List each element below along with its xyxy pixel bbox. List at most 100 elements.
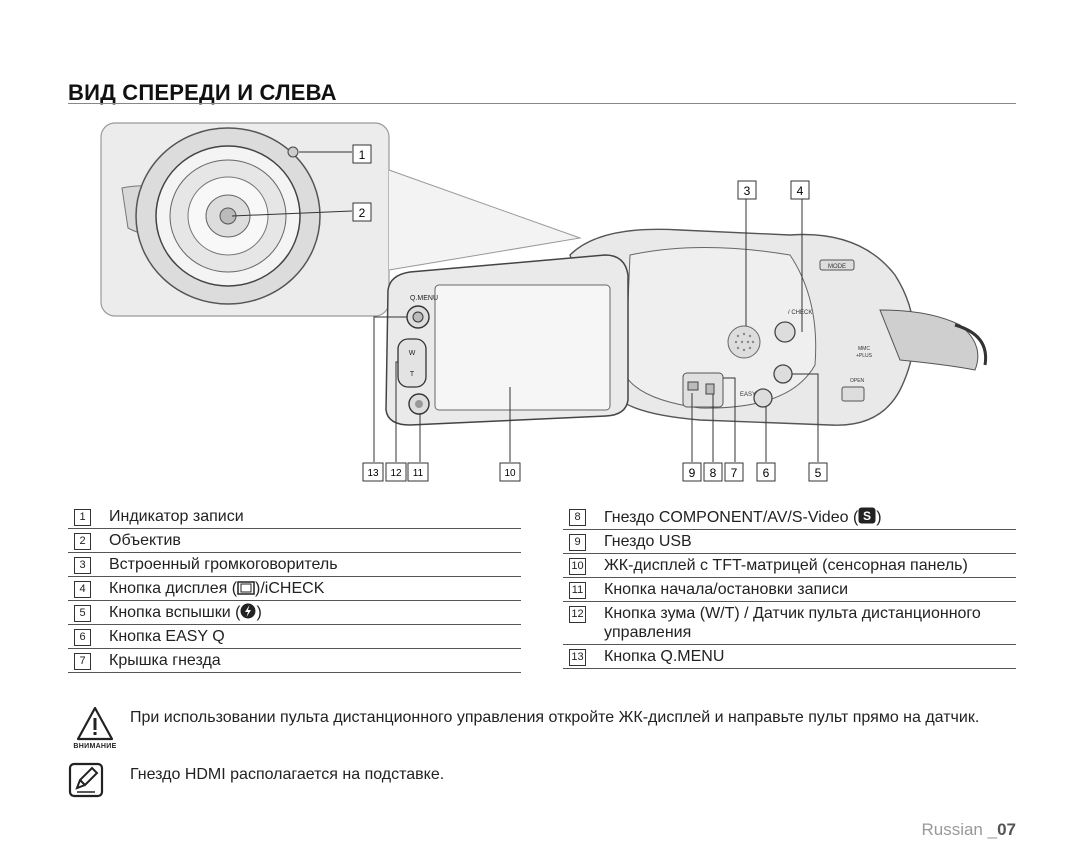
legend-item-9: 9 Гнездо USB — [563, 530, 1016, 554]
callout-6-label: 6 — [763, 466, 770, 480]
qmenu-text: Q.MENU — [410, 295, 438, 302]
callout-12: 12 — [385, 462, 407, 482]
legend-num: 10 — [569, 558, 586, 575]
legend-label: Крышка гнезда — [109, 652, 221, 669]
legend-num: 3 — [74, 557, 91, 574]
legend-item-3: 3 Встроенный громкоговоритель — [68, 553, 521, 577]
callout-7: 7 — [724, 462, 744, 482]
legend-item-1: 1 Индикатор записи — [68, 505, 521, 529]
legend-label: Кнопка EASY Q — [109, 628, 225, 645]
legend-num: 11 — [569, 582, 586, 599]
callout-6: 6 — [756, 462, 776, 482]
warning-caption: ВНИМАНИЕ — [73, 743, 117, 750]
callout-7-label: 7 — [731, 466, 738, 480]
callout-2: 2 — [352, 202, 372, 222]
s-video-letter: S — [863, 509, 871, 523]
lcd-panel: Q.MENU W T — [385, 254, 629, 426]
callout-12-label: 12 — [390, 468, 402, 479]
legend-label: Объектив — [109, 532, 181, 549]
legend-label: Индикатор записи — [109, 508, 244, 525]
legend-text-after: ) — [256, 604, 262, 621]
open-text: OPEN — [850, 378, 865, 384]
legend-item-10: 10 ЖК-дисплей с TFT-матрицей (сенсорная … — [563, 554, 1016, 578]
callout-11-label: 11 — [413, 468, 424, 479]
legend-item-7: 7 Крышка гнезда — [68, 649, 521, 673]
legend-label: Гнездо USB — [604, 533, 692, 550]
callout-3: 3 — [737, 180, 757, 200]
legend-num: 5 — [74, 605, 91, 622]
page-footer: Russian _07 — [921, 820, 1016, 840]
w-text: W — [409, 350, 416, 357]
warning-icon — [76, 706, 114, 741]
callout-9: 9 — [682, 462, 702, 482]
legend-text-after: ) — [876, 509, 882, 526]
callout-1-label: 1 — [359, 148, 366, 162]
callout-1: 1 — [352, 144, 372, 164]
legend-label: Кнопка начала/остановки записи — [604, 581, 849, 598]
legend-text-before: Кнопка дисплея ( — [109, 580, 238, 597]
legend-num: 8 — [569, 509, 586, 526]
legend-left: 1 Индикатор записи 2 Объектив 3 Встроенн… — [68, 505, 521, 673]
legend-text-after: )/iCHECK — [255, 580, 325, 597]
legend-item-11: 11 Кнопка начала/остановки записи — [563, 578, 1016, 602]
flash-icon — [240, 603, 256, 619]
legend-label: Гнездо COMPONENT/AV/S-Video ( S) — [604, 507, 882, 527]
mode-text: MODE — [828, 264, 846, 270]
callout-13: 13 — [362, 462, 384, 482]
camera-body: / CHECK EASY MODE OPEN MMC +PLUS — [569, 228, 988, 426]
mmc-text: MMC — [858, 346, 870, 352]
note-pencil-icon — [68, 762, 104, 798]
callout-4: 4 — [790, 180, 810, 200]
legend-text-before: Гнездо COMPONENT/AV/S-Video ( — [604, 509, 859, 526]
display-icon — [237, 581, 255, 595]
callout-8: 8 — [703, 462, 723, 482]
lens-inset — [100, 122, 582, 317]
leader-lines — [373, 198, 819, 462]
legend-num: 2 — [74, 533, 91, 550]
legend-num: 4 — [74, 581, 91, 598]
legend-num: 12 — [569, 606, 586, 623]
callout-5-label: 5 — [815, 466, 822, 480]
legend-item-13: 13 Кнопка Q.MENU — [563, 645, 1016, 669]
page-title: ВИД СПЕРЕДИ И СЛЕВА — [68, 80, 337, 105]
check-text: / CHECK — [788, 310, 812, 316]
callout-9-label: 9 — [689, 466, 696, 480]
legend-item-2: 2 Объектив — [68, 529, 521, 553]
plus-text: +PLUS — [856, 353, 873, 359]
legend-item-12: 12 Кнопка зума (W/T) / Датчик пульта дис… — [563, 602, 1016, 645]
callout-13-label: 13 — [367, 468, 379, 479]
legend-item-6: 6 Кнопка EASY Q — [68, 625, 521, 649]
callout-8-label: 8 — [710, 466, 717, 480]
legend-num: 6 — [74, 629, 91, 646]
legend-label: ЖК-дисплей с TFT-матрицей (сенсорная пан… — [604, 557, 968, 574]
camcorder-diagram: 1 2 / CHECK EASY MODE O — [100, 122, 988, 482]
legend-num: 1 — [74, 509, 91, 526]
page-number: 07 — [997, 820, 1016, 839]
legend-right: 8 Гнездо COMPONENT/AV/S-Video ( S) 9 Гнез… — [563, 505, 1016, 669]
legend-num: 7 — [74, 653, 91, 670]
easy-text: EASY — [740, 392, 756, 398]
legend-label: Кнопка дисплея ( )/iCHECK — [109, 579, 324, 598]
callout-2-label: 2 — [359, 206, 366, 220]
memo-text: Гнездо HDMI располагается на подставке. — [130, 766, 445, 783]
legend-item-5: 5 Кнопка вспышки () — [68, 601, 521, 625]
callout-4-label: 4 — [797, 184, 804, 198]
legend-num: 13 — [569, 649, 586, 666]
t-text: T — [410, 371, 415, 378]
legend-text-before: Кнопка вспышки ( — [109, 604, 241, 621]
legend-item-8: 8 Гнездо COMPONENT/AV/S-Video ( S) — [563, 505, 1016, 530]
title-rule — [68, 103, 1016, 104]
legend-label: Кнопка Q.MENU — [604, 648, 725, 665]
callout-10: 10 — [499, 462, 521, 482]
callout-5: 5 — [808, 462, 828, 482]
callout-11: 11 — [407, 462, 429, 482]
footer-language: Russian _ — [921, 820, 998, 839]
callout-10-label: 10 — [504, 468, 516, 479]
s-video-icon: S — [858, 507, 876, 524]
legend-label: Кнопка вспышки () — [109, 603, 262, 622]
legend-item-4: 4 Кнопка дисплея ( )/iCHECK — [68, 577, 521, 601]
callout-3-label: 3 — [744, 184, 751, 198]
legend-label: Кнопка зума (W/T) / Датчик пульта дистан… — [604, 605, 981, 641]
legend-label: Встроенный громкоговоритель — [109, 556, 338, 573]
legend-num: 9 — [569, 534, 586, 551]
